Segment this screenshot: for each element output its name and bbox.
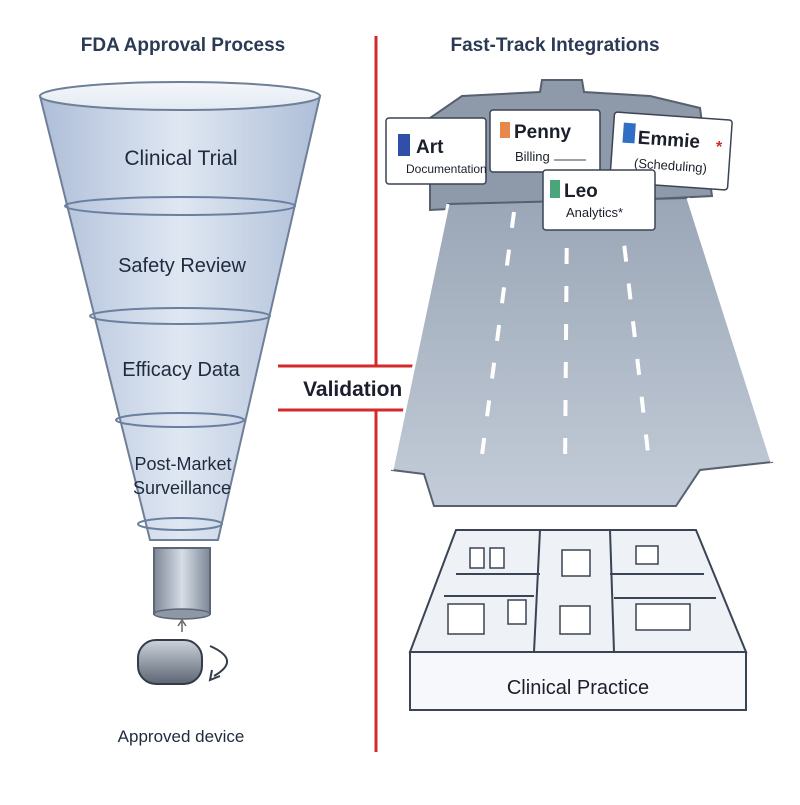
stage-post-market: Post-Market [134,454,231,474]
furniture-bed-1 [447,603,485,635]
integration-card-penny: Penny Billing [489,109,601,173]
emmie-logo-icon [622,122,636,144]
lane-marking-2 [563,209,569,471]
penny-logo-icon [500,122,510,138]
funnel-spout-bottom [153,608,211,620]
furniture-chair-2 [469,547,485,569]
device-rotate-arrowhead [208,669,221,682]
stage-safety-review: Safety Review [118,255,246,277]
furniture-desk-2 [559,605,591,635]
device-rotate-arrow [209,645,228,677]
card-art-role: Documentation [406,162,487,176]
furniture-table-1 [635,603,691,631]
building-interior-walls [444,529,716,653]
card-emmie-mark: * [716,139,723,156]
building-base [409,651,747,711]
funnel-rim [39,81,321,111]
card-leo-frame [542,169,656,231]
approval-funnel [38,81,322,620]
stage-clinical-trial: Clinical Trial [124,147,237,170]
furniture-chair-4 [635,545,659,565]
lane-marking-1 [478,211,516,471]
card-emmie-name: Emmie [637,128,701,153]
device-up-arrow [177,618,187,632]
right-panel-title: Fast-Track Integrations [450,35,659,56]
funnel-layer-line-2 [89,307,271,325]
highway-edge-right [686,197,774,463]
funnel-layer-line-3 [115,412,245,428]
funnel-layer-line-4 [137,517,223,531]
furniture-desk-1 [561,549,591,577]
funnel-layer-line-1 [64,196,296,216]
approved-device-label: Approved device [118,727,245,746]
destination-label: Clinical Practice [507,677,649,699]
approved-device-icon [137,618,228,685]
integration-card-art: Art Documentation [385,117,487,185]
clinical-practice-building: Clinical Practice [408,529,748,711]
card-penny-role: Billing [515,149,550,164]
card-leo-name: Leo [564,181,598,202]
stage-surveillance: Surveillance [133,478,231,498]
highway-edge-left [390,203,450,471]
card-art-frame [385,117,487,185]
furniture-chair-1 [507,599,527,625]
card-penny-name: Penny [514,122,571,143]
card-leo-role: Analytics* [566,205,623,220]
lane-marking-3 [618,207,652,471]
furniture-chair-3 [489,547,505,569]
device-body [137,639,203,685]
integration-card-leo: Leo Analytics* [542,169,656,231]
funnel-spout [153,547,211,615]
art-logo-icon [398,134,410,156]
highway-surface [390,196,774,507]
leo-logo-icon [550,180,560,198]
stage-efficacy-data: Efficacy Data [122,359,240,381]
left-panel-title: FDA Approval Process [81,35,285,56]
card-art-name: Art [416,137,444,158]
